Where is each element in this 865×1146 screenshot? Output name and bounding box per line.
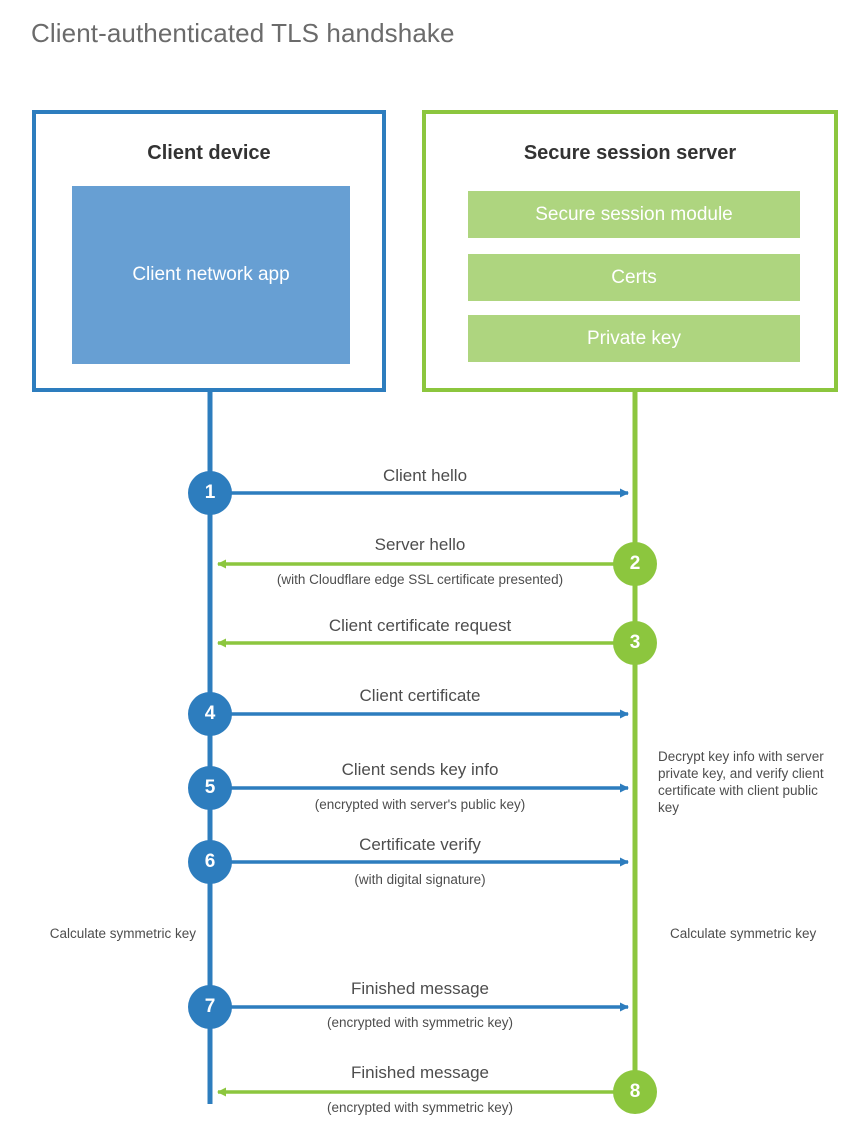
step-label-5: Client sends key info [341, 760, 499, 779]
secure-session-server-box: Secure session server Secure session mod… [422, 110, 838, 392]
step-sublabel-7: (encrypted with symmetric key) [326, 1015, 514, 1030]
step-label-6: Certificate verify [359, 835, 481, 854]
step-marker-7[interactable]: 7 [188, 985, 232, 1029]
client-calculate-symmetric-key-note: Calculate symmetric key [49, 926, 196, 941]
step-label-3: Client certificate request [328, 616, 512, 635]
server-component-private-key: Private key [468, 315, 800, 362]
step-label-4: Client certificate [359, 686, 481, 705]
step-sublabel-2: (with Cloudflare edge SSL certificate pr… [276, 572, 564, 587]
step-label-7: Finished message [351, 979, 489, 998]
step-marker-6[interactable]: 6 [188, 840, 232, 884]
step-marker-2[interactable]: 2 [613, 542, 657, 586]
step-sublabel-6: (with digital signature) [354, 872, 486, 887]
step-label-2: Server hello [374, 535, 466, 554]
step-marker-5[interactable]: 5 [188, 766, 232, 810]
server-decrypt-note: Decrypt key info with server private key… [658, 749, 824, 815]
client-network-app-block: Client network app [72, 186, 350, 364]
step-marker-3[interactable]: 3 [613, 621, 657, 665]
server-calculate-symmetric-key-note: Calculate symmetric key [670, 926, 817, 941]
client-device-title: Client device [147, 142, 271, 164]
step-sublabel-5: (encrypted with server's public key) [314, 797, 526, 812]
client-device-box: Client device Client network app [32, 110, 386, 392]
step-marker-1[interactable]: 1 [188, 471, 232, 515]
page-title: Client-authenticated TLS handshake [31, 18, 455, 48]
step-label-8: Finished message [351, 1063, 489, 1082]
server-component-certs: Certs [468, 254, 800, 301]
step-sublabel-8: (encrypted with symmetric key) [326, 1100, 514, 1115]
step-marker-8[interactable]: 8 [613, 1070, 657, 1114]
secure-session-server-title: Secure session server [523, 142, 737, 164]
server-component-secure-session-module: Secure session module [468, 191, 800, 238]
step-label-1: Client hello [382, 466, 468, 485]
step-marker-4[interactable]: 4 [188, 692, 232, 736]
